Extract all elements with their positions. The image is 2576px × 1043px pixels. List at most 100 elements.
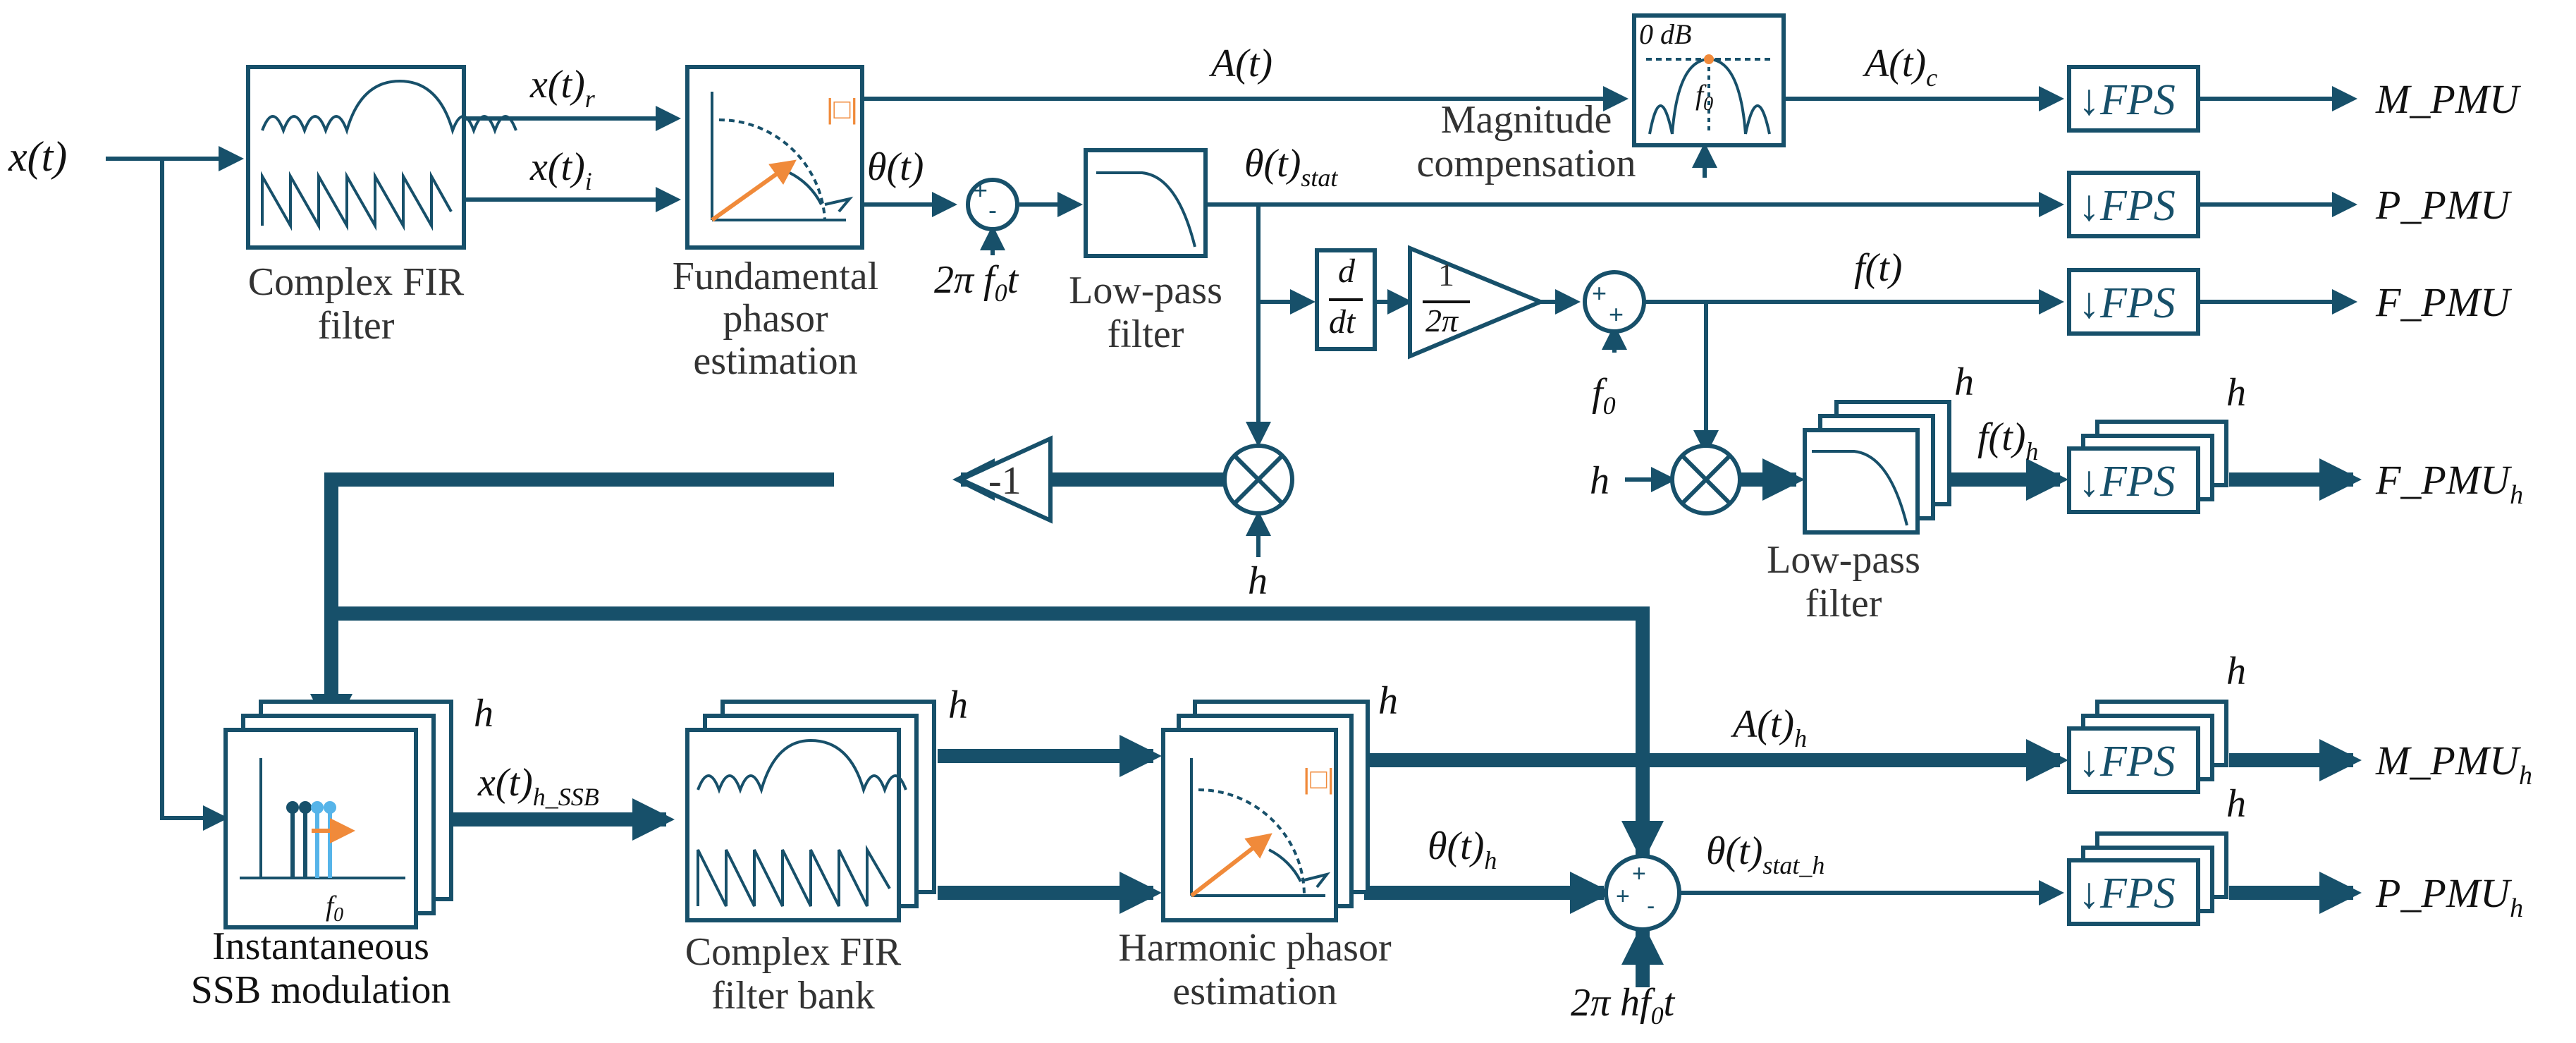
input-f0: f0	[1592, 371, 1616, 420]
input-h-mult1: h	[1248, 559, 1268, 603]
signal-xr: x(t)r	[529, 63, 596, 113]
negate-label: -1	[988, 459, 1022, 503]
harmonic-phasor-stack	[1161, 700, 1370, 922]
signal-theta: θ(t)	[867, 145, 924, 189]
svg-text:+: +	[1616, 883, 1630, 910]
svg-text:Harmonic phasor: Harmonic phasor	[1118, 926, 1392, 970]
derivative-block	[1315, 248, 1377, 351]
fps-label-p: ↓FPS	[2078, 182, 2176, 230]
fps-stack-f-pmu-h	[2067, 420, 2228, 514]
output-m-pmu-h: M_PMUh	[2375, 738, 2532, 791]
caption-lowpass-1: Low-pass filter	[1069, 269, 1222, 356]
svg-text:filter bank: filter bank	[711, 974, 875, 1018]
sum-junction-1: + -	[966, 176, 1019, 231]
input-x: x(t)	[8, 133, 67, 180]
stack-h-harmonic: h	[1378, 679, 1398, 723]
bus-lines	[310, 458, 2362, 987]
gain-num: 1	[1438, 257, 1454, 293]
svg-text:Complex FIR: Complex FIR	[248, 260, 465, 304]
svg-text:Low-pass: Low-pass	[1767, 538, 1920, 582]
fps-label-f: ↓FPS	[2078, 279, 2176, 327]
deriv-num: d	[1338, 252, 1356, 290]
svg-text:Magnitude: Magnitude	[1441, 98, 1612, 142]
complex-fir-bank-stack	[685, 700, 936, 922]
complex-fir-filter-block	[246, 65, 517, 250]
svg-text:+: +	[1609, 300, 1624, 329]
svg-text:Instantaneous: Instantaneous	[212, 925, 429, 968]
fundamental-phasor-block: |□|	[685, 65, 864, 250]
svg-text:-: -	[1647, 893, 1655, 920]
output-p-pmu-h: P_PMUh	[2375, 870, 2523, 923]
caption-fundamental: Fundamental phasor estimation	[673, 255, 878, 383]
svg-text:Complex FIR: Complex FIR	[685, 930, 902, 974]
output-f-pmu: F_PMU	[2375, 279, 2513, 325]
input-h-mult2: h	[1590, 459, 1609, 503]
deriv-den: dt	[1329, 303, 1356, 341]
caption-fir-bank: Complex FIR filter bank	[685, 930, 902, 1018]
svg-text:Low-pass: Low-pass	[1069, 269, 1222, 312]
input-2pi-hf0-t: 2π hf0t	[1571, 981, 1676, 1030]
stack-h-fps-ph: h	[2226, 782, 2246, 826]
caption-complex-fir: Complex FIR filter	[248, 260, 465, 348]
caption-magnitude: Magnitude compensation	[1416, 98, 1636, 185]
output-m-pmu: M_PMU	[2375, 76, 2522, 122]
fps-block-f-pmu	[2067, 268, 2200, 336]
sum-junction-3: + + -	[1604, 854, 1681, 932]
fps-stack-m-pmu-h	[2067, 700, 2228, 794]
negate-gain-block	[955, 435, 1053, 524]
stack-h-lpf2: h	[1954, 360, 1974, 404]
svg-text:Fundamental: Fundamental	[673, 255, 878, 298]
fps-label-fh: ↓FPS	[2078, 458, 2176, 506]
input-2pi-f0-t: 2π f0t	[934, 258, 1019, 307]
svg-text:+: +	[1592, 279, 1607, 307]
signal-theta-stat: θ(t)stat	[1244, 142, 1338, 192]
gain-block	[1408, 245, 1546, 360]
svg-text:filter: filter	[1805, 582, 1882, 626]
signal-x-ssb: x(t)h_SSB	[477, 761, 599, 811]
fps-label-ph: ↓FPS	[2078, 870, 2176, 917]
signal-xi: x(t)i	[529, 145, 592, 195]
fps-label-mh: ↓FPS	[2078, 738, 2176, 786]
signal-A: A(t)	[1208, 42, 1272, 85]
mag-zero-db: 0 dB	[1639, 18, 1691, 50]
svg-text:filter: filter	[318, 304, 395, 348]
stack-h-fir-bank: h	[948, 683, 968, 727]
multiplier-2	[1670, 444, 1742, 516]
svg-text:compensation: compensation	[1416, 142, 1636, 185]
stack-h-ssb: h	[474, 692, 493, 736]
ssb-modulation-stack	[223, 700, 453, 929]
svg-text:SSB modulation: SSB modulation	[191, 968, 451, 1012]
signal-theta-stat-h: θ(t)stat_h	[1706, 829, 1824, 879]
svg-text:+: +	[1632, 860, 1646, 887]
phasor-abs-glyph: |□|	[826, 94, 858, 125]
svg-text:estimation: estimation	[1172, 970, 1337, 1013]
signal-fh: f(t)h	[1977, 415, 2038, 465]
signal-lines	[106, 86, 2357, 905]
fps-stack-p-pmu-h	[2067, 831, 2228, 926]
caption-lowpass-2: Low-pass filter	[1767, 538, 1920, 626]
magnitude-compensation-block	[1632, 13, 1786, 147]
output-p-pmu: P_PMU	[2375, 182, 2513, 228]
signal-Ac: A(t)c	[1862, 42, 1937, 92]
gain-den: 2π	[1425, 303, 1459, 338]
stack-h-fps-mh: h	[2226, 649, 2246, 693]
fps-block-p-pmu	[2067, 171, 2200, 238]
signal-f: f(t)	[1854, 246, 1902, 290]
svg-text:+: +	[973, 176, 988, 205]
low-pass-filter-1-block	[1084, 148, 1208, 258]
harmonic-abs-glyph: |□|	[1303, 764, 1335, 795]
fps-block-m-pmu	[2067, 65, 2200, 133]
svg-text:-: -	[988, 195, 997, 224]
stack-h-fps-fh: h	[2226, 371, 2246, 415]
signal-theta-h: θ(t)h	[1428, 824, 1497, 874]
svg-text:filter: filter	[1108, 312, 1184, 356]
svg-text:estimation: estimation	[693, 339, 857, 383]
low-pass-filter-2-stack	[1803, 400, 1951, 535]
fps-label-m: ↓FPS	[2078, 76, 2176, 124]
output-f-pmu-h: F_PMUh	[2375, 457, 2523, 510]
signal-Ah: A(t)h	[1730, 702, 1807, 752]
caption-harmonic: Harmonic phasor estimation	[1118, 926, 1392, 1013]
multiplier-1	[1222, 444, 1294, 516]
svg-text:phasor: phasor	[723, 297, 828, 341]
